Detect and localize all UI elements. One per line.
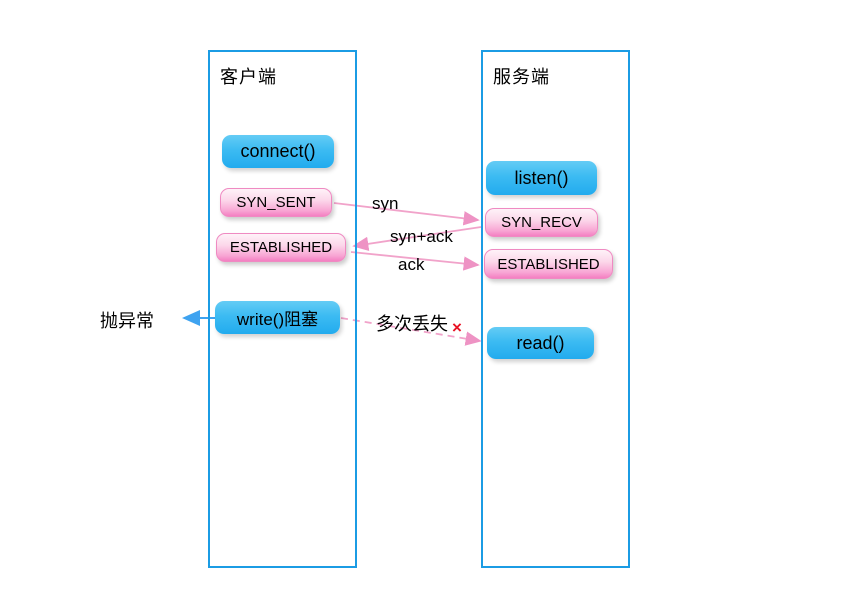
exception-label: 抛异常 bbox=[100, 311, 154, 331]
lost-cross-mark: × bbox=[452, 318, 462, 337]
client-established-state-node: ESTABLISHED bbox=[216, 233, 346, 262]
client-lifeline-box: 客户端 bbox=[208, 50, 357, 568]
read-node: read() bbox=[487, 327, 594, 359]
listen-node: listen() bbox=[486, 161, 597, 195]
server-title: 服务端 bbox=[493, 67, 550, 87]
syn-ack-arrow bbox=[352, 226, 482, 251]
syn-recv-state-node: SYN_RECV bbox=[485, 208, 598, 237]
client-title: 客户端 bbox=[220, 67, 277, 87]
connect-node: connect() bbox=[222, 135, 334, 168]
syn-sent-state-node: SYN_SENT bbox=[220, 188, 332, 217]
syn-label: syn bbox=[372, 194, 399, 213]
server-lifeline-box: 服务端 bbox=[481, 50, 630, 568]
ack-label: ack bbox=[398, 255, 425, 274]
lost-label: 多次丢失 bbox=[376, 314, 448, 334]
syn-arrow bbox=[333, 202, 480, 226]
server-established-state-node: ESTABLISHED bbox=[484, 249, 613, 279]
ack-arrow bbox=[350, 251, 480, 271]
syn-ack-label: syn+ack bbox=[390, 227, 453, 246]
write-block-node: write()阻塞 bbox=[215, 301, 340, 334]
